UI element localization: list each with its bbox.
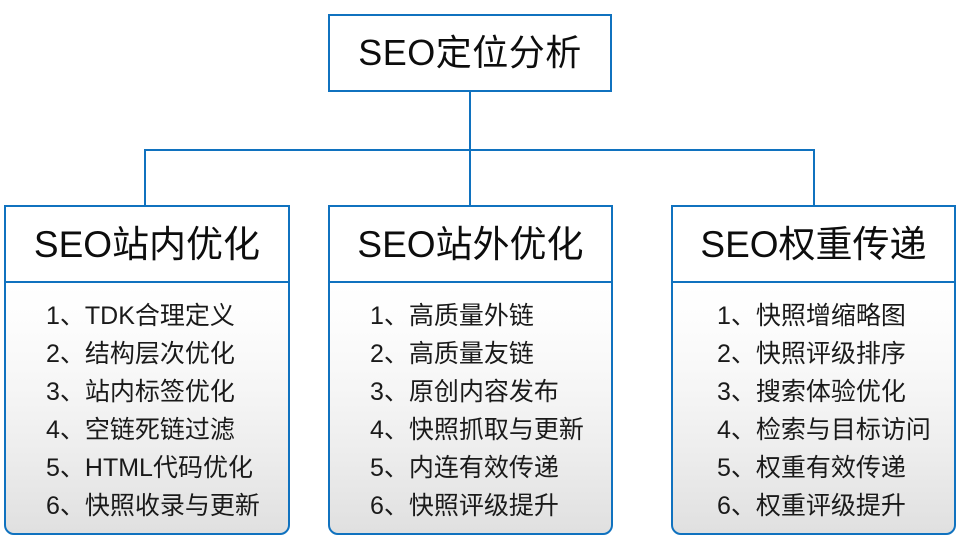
list-item: 3、站内标签优化 [46,378,235,406]
list-item: 2、高质量友链 [370,340,534,368]
root-node-label: SEO定位分析 [358,32,582,73]
list-item: 5、内连有效传递 [370,454,559,482]
branch-column-2: SEO站外优化 1、高质量外链 2、高质量友链 3、原创内容发布 4、快照抓取与… [328,205,613,535]
branch-header-1: SEO站内优化 [4,205,290,283]
list-item: 4、检索与目标访问 [717,416,931,444]
list-item: 4、快照抓取与更新 [370,416,584,444]
list-item: 4、空链死链过滤 [46,416,235,444]
branch-body-1: 1、TDK合理定义 2、结构层次优化 3、站内标签优化 4、空链死链过滤 5、H… [4,281,290,535]
list-item: 6、快照收录与更新 [46,492,260,520]
list-item: 1、TDK合理定义 [46,302,235,330]
list-item: 6、权重评级提升 [717,492,906,520]
branch-column-1: SEO站内优化 1、TDK合理定义 2、结构层次优化 3、站内标签优化 4、空链… [4,205,290,535]
branch-body-2: 1、高质量外链 2、高质量友链 3、原创内容发布 4、快照抓取与更新 5、内连有… [328,281,613,535]
connector-horizontal-bus [144,149,815,151]
list-item: 3、原创内容发布 [370,378,559,406]
list-item: 6、快照评级提升 [370,492,559,520]
branch-body-3: 1、快照增缩略图 2、快照评级排序 3、搜索体验优化 4、检索与目标访问 5、权… [671,281,956,535]
branch-header-label-1: SEO站内优化 [33,223,261,265]
list-item: 5、权重有效传递 [717,454,906,482]
branch-item-list-3: 1、快照增缩略图 2、快照评级排序 3、搜索体验优化 4、检索与目标访问 5、权… [673,297,954,525]
branch-item-list-1: 1、TDK合理定义 2、结构层次优化 3、站内标签优化 4、空链死链过滤 5、H… [6,297,288,525]
branch-header-2: SEO站外优化 [328,205,613,283]
connector-drop-branch-1 [144,149,146,206]
connector-root-stem [469,92,471,151]
list-item: 2、快照评级排序 [717,340,906,368]
branch-column-3: SEO权重传递 1、快照增缩略图 2、快照评级排序 3、搜索体验优化 4、检索与… [671,205,956,535]
list-item: 3、搜索体验优化 [717,378,906,406]
branch-header-label-3: SEO权重传递 [700,223,927,265]
root-node: SEO定位分析 [328,14,612,92]
list-item: 1、高质量外链 [370,302,534,330]
connector-drop-branch-3 [813,149,815,206]
list-item: 2、结构层次优化 [46,340,235,368]
connector-drop-branch-2 [469,149,471,206]
list-item: 5、HTML代码优化 [46,454,253,482]
list-item: 1、快照增缩略图 [717,302,906,330]
branch-item-list-2: 1、高质量外链 2、高质量友链 3、原创内容发布 4、快照抓取与更新 5、内连有… [330,297,611,525]
branch-header-3: SEO权重传递 [671,205,956,283]
branch-header-label-2: SEO站外优化 [357,223,584,265]
